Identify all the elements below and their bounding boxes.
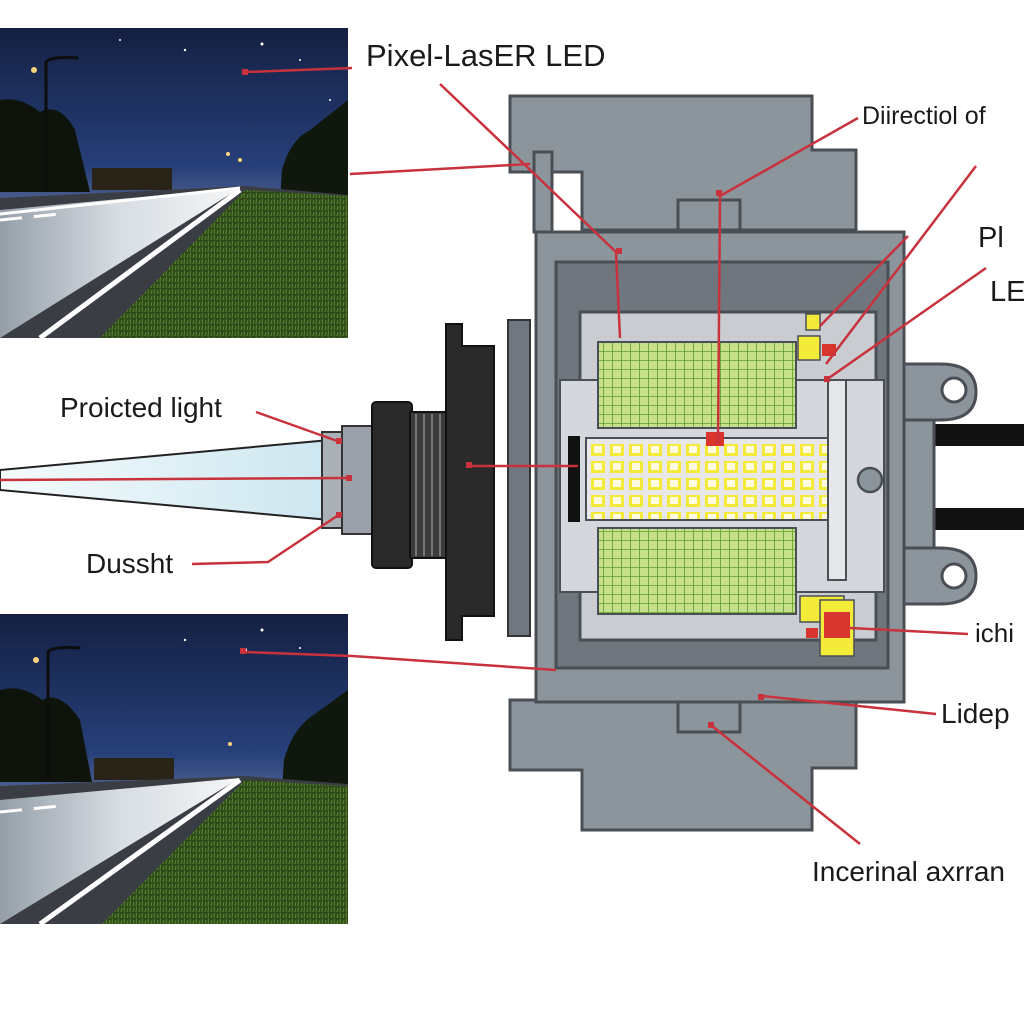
- projected-light-label: Proicted light: [60, 392, 222, 423]
- led-chip-icon: [805, 313, 821, 331]
- night-road-photo-top: [0, 28, 348, 341]
- threaded-barrel: [409, 411, 447, 559]
- title-label: Pixel-LasER LED: [366, 38, 606, 73]
- lidep-label: Lidep: [941, 698, 1010, 729]
- headlight-housing: [508, 94, 1024, 832]
- callout-lines: [0, 66, 987, 845]
- mounting-tab-icon: [902, 546, 978, 606]
- night-road-photo-bottom: [0, 614, 348, 927]
- pl-label-line1: Pl: [978, 222, 1004, 254]
- led-chip-icon: [797, 335, 821, 361]
- direction-label: Diirectiol of: [862, 102, 986, 130]
- lens-assembly: [321, 319, 531, 641]
- pl-label-line2: LE: [990, 276, 1024, 308]
- internal-label: Incerinal axrran: [812, 856, 1005, 887]
- upper-pixel-grid: [597, 341, 797, 429]
- callout-dots: [240, 69, 830, 728]
- led-array: [585, 437, 829, 521]
- ichi-label: ichi: [975, 618, 1015, 648]
- dust-label: Dussht: [86, 548, 174, 579]
- lower-pixel-grid: [597, 527, 797, 615]
